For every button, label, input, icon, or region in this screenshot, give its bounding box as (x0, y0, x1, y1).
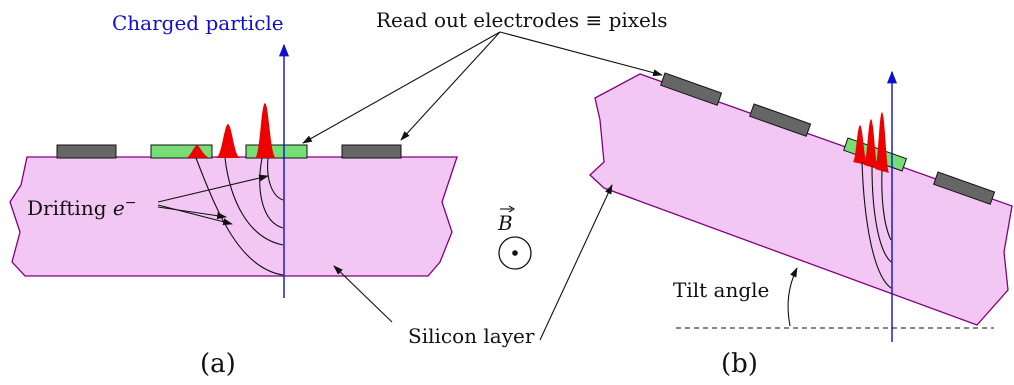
panel-a-label: (a) (200, 349, 236, 379)
drifting-label: Drifting e− (27, 195, 136, 220)
active-pixel-a-2 (245, 144, 308, 159)
b-field-label: B (497, 211, 513, 235)
silicon-layer-b (589, 73, 1013, 326)
readout-label: Read out electrodes ≡ pixels (376, 8, 668, 32)
electrode-a-2 (341, 144, 402, 159)
readout-arrows (302, 31, 663, 144)
drifting-arrows (157, 174, 269, 226)
charge-pulse-b-1 (853, 125, 867, 165)
drift-paths-a (195, 157, 284, 276)
b-field-out-of-page-icon (498, 236, 532, 270)
b-field-symbol: B (497, 205, 532, 270)
silicon-arrow-a (333, 265, 393, 323)
electrode-b-1 (660, 72, 723, 106)
charge-pulse-a-2 (216, 124, 240, 158)
panel-a: Charged particle Drifting e− (a) (9, 11, 458, 379)
drifting-superscript: − (125, 195, 137, 211)
drifting-symbol: e (113, 196, 125, 220)
electrode-a-1 (56, 144, 117, 159)
tilt-angle-arc (787, 267, 798, 327)
silicon-layer-label: Silicon layer (408, 324, 535, 348)
silicon-arrow-b (539, 184, 613, 341)
charged-particle-label: Charged particle (112, 11, 284, 35)
charge-pulse-a-3 (255, 103, 276, 158)
electrode-b-3 (933, 171, 996, 205)
drift-paths-b (861, 161, 892, 289)
drifting-prefix: Drifting (27, 196, 113, 220)
panel-b-label: (b) (721, 349, 758, 379)
charge-pulse-b-3 (875, 112, 889, 173)
silicon-layer-a (9, 156, 458, 277)
charge-pulse-b-2 (864, 119, 878, 169)
charge-pulse-a-1 (186, 145, 210, 158)
tilt-angle-label: Tilt angle (673, 278, 769, 302)
electrode-b-2 (749, 103, 812, 137)
panel-b: Tilt angle (b) (539, 70, 1013, 379)
